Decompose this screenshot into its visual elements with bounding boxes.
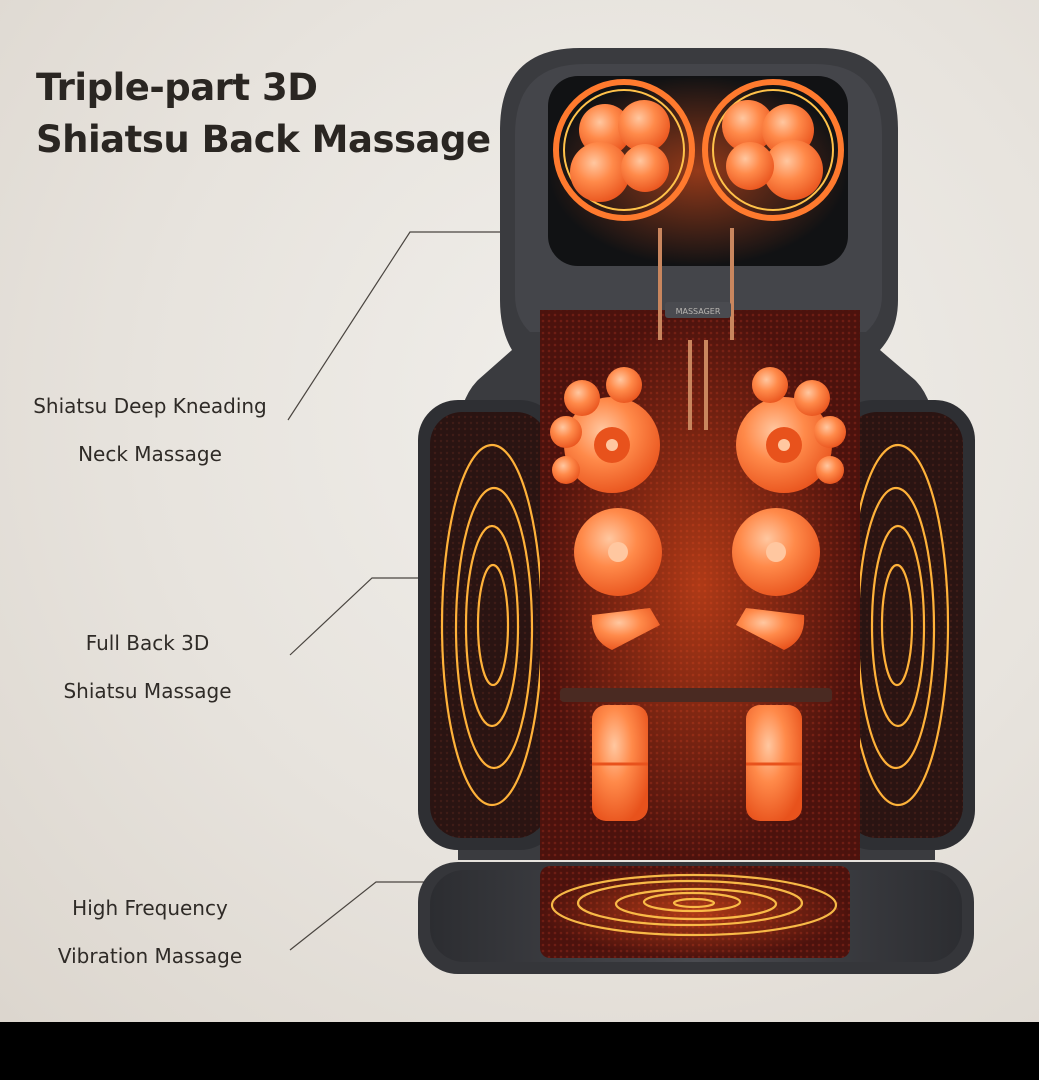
massage-cushion-illustration: MASSAGER [287,48,975,974]
headline-line-1: Triple-part 3D [36,66,318,109]
product-image: Triple-part 3D Shiatsu Back Massage Shia… [0,0,1039,1022]
massager-badge: MASSAGER [676,307,721,316]
mechanism-crossbar [560,688,832,702]
callout-vibration-massage: High Frequency Vibration Massage [20,884,280,980]
callout-back-massage: Full Back 3D Shiatsu Massage [20,619,275,715]
callout-back-line-1: Full Back 3D [85,631,210,655]
neck-kneading-nodes [553,79,844,221]
callout-neck-massage: Shiatsu Deep Kneading Neck Massage [10,382,290,478]
callout-back-line-2: Shiatsu Massage [63,679,232,703]
headline: Triple-part 3D Shiatsu Back Massage [36,62,491,166]
callout-neck-line-1: Shiatsu Deep Kneading [33,394,267,418]
right-side-bolster [833,400,975,850]
mid-back-nodes [574,508,820,650]
upper-back-nodes-left [550,367,660,493]
mechanism-rods [658,228,734,430]
callout-neck-line-2: Neck Massage [78,442,222,466]
headline-line-2: Shiatsu Back Massage [36,118,491,161]
bottom-bar [0,1022,1039,1080]
massager-badge-plate [665,302,731,318]
callout-vibration-line-2: Vibration Massage [57,944,243,968]
lower-back-rollers [592,705,802,821]
left-side-bolster [418,400,560,850]
upper-back-nodes-right [736,367,846,493]
callout-vibration-line-1: High Frequency [72,896,228,920]
seat-vibration-rings [550,873,838,937]
